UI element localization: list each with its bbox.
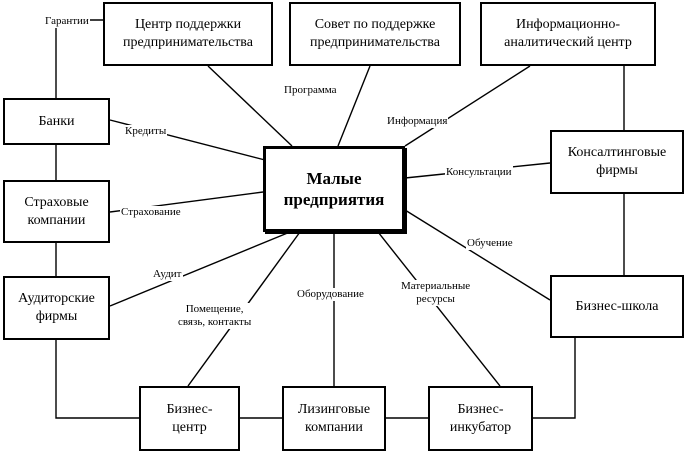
support-council-node: Совет по поддержке предпринимательства <box>289 2 461 66</box>
support-center-node: Центр поддержки предпринимательства <box>103 2 273 66</box>
label-information: Информация <box>386 115 449 128</box>
business-school-node: Бизнес-школа <box>550 275 684 338</box>
label-premises: Помещение, связь, контакты <box>177 303 253 329</box>
label-guarantees: Гарантии <box>44 15 90 28</box>
insurance-node: Страховые компании <box>3 180 110 243</box>
audit-firms-node: Аудиторские фирмы <box>3 276 110 340</box>
line-audit <box>109 231 291 307</box>
small-enterprises-node: Малые предприятия <box>263 146 405 232</box>
leasing-node: Лизинговые компании <box>282 386 386 451</box>
line-support-center <box>207 65 293 147</box>
line-audit-business-center <box>55 340 139 419</box>
label-insurance: Страхование <box>120 206 182 219</box>
line-info-center <box>404 65 531 147</box>
info-center-node: Информационно- аналитический центр <box>480 2 656 66</box>
label-consultations: Консультации <box>445 166 513 179</box>
line-incubator-business-school <box>533 338 576 419</box>
business-center-node: Бизнес- центр <box>139 386 240 451</box>
label-audit: Аудит <box>152 268 183 281</box>
line-incubator <box>377 231 501 387</box>
incubator-node: Бизнес- инкубатор <box>428 386 533 451</box>
line-support-council <box>337 65 371 147</box>
label-equipment: Оборудование <box>296 288 365 301</box>
line-guarantees <box>55 19 103 98</box>
consulting-node: Консалтинговые фирмы <box>550 130 684 194</box>
label-training: Обучение <box>466 237 514 250</box>
label-program: Программа <box>283 84 338 97</box>
line-business-school <box>404 209 551 301</box>
banks-node: Банки <box>3 98 110 145</box>
label-credits: Кредиты <box>124 125 168 138</box>
label-materials: Материальные ресурсы <box>400 280 472 306</box>
